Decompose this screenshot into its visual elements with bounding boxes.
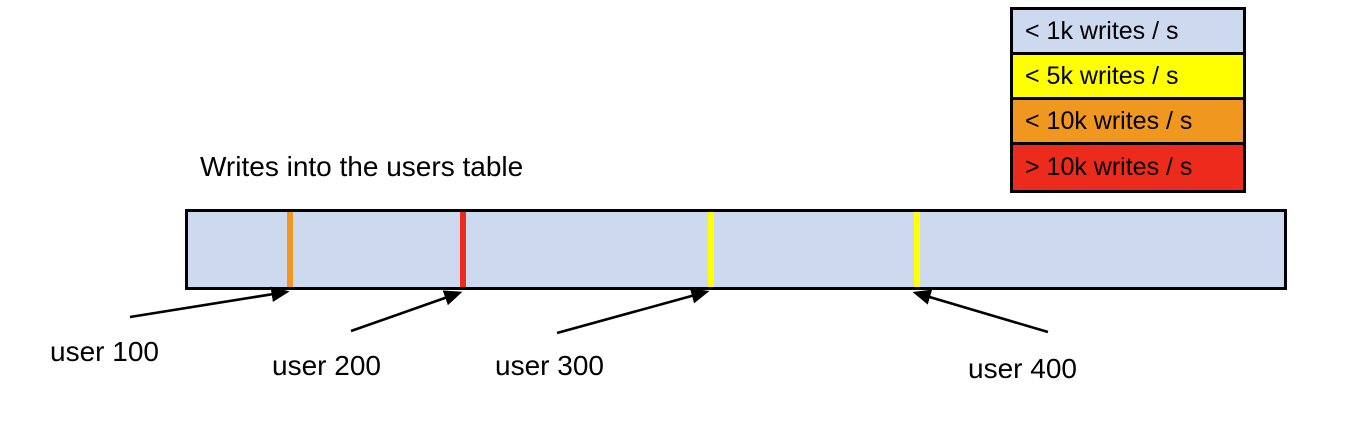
marker-user-300 bbox=[708, 212, 714, 287]
label-user-400: user 400 bbox=[968, 353, 1077, 384]
arrow-user-300 bbox=[556, 288, 710, 335]
label-user-100: user 100 bbox=[50, 336, 159, 367]
legend-entry-over-10k: > 10k writes / s bbox=[1013, 145, 1243, 190]
arrow-user-200 bbox=[350, 290, 463, 333]
legend-entry-label: < 1k writes / s bbox=[1025, 16, 1179, 45]
label-user-200: user 200 bbox=[272, 350, 381, 381]
legend-entry-label: < 5k writes / s bbox=[1025, 61, 1179, 90]
legend-entry-under-1k: < 1k writes / s bbox=[1013, 10, 1243, 55]
legend-entry-under-10k: < 10k writes / s bbox=[1013, 100, 1243, 145]
chart-title: Writes into the users table bbox=[200, 151, 524, 182]
arrow-user-400 bbox=[912, 289, 1049, 334]
label-user-300: user 300 bbox=[495, 350, 604, 381]
legend-entry-under-5k: < 5k writes / s bbox=[1013, 55, 1243, 100]
marker-user-100 bbox=[287, 212, 293, 287]
users-table-band bbox=[185, 209, 1287, 290]
legend-entry-label: < 10k writes / s bbox=[1025, 106, 1193, 135]
arrow-user-100 bbox=[129, 286, 290, 319]
marker-user-400 bbox=[914, 212, 920, 287]
marker-user-200 bbox=[460, 212, 466, 287]
legend-entry-label: > 10k writes / s bbox=[1025, 153, 1193, 181]
legend: < 1k writes / s < 5k writes / s < 10k wr… bbox=[1010, 7, 1246, 193]
